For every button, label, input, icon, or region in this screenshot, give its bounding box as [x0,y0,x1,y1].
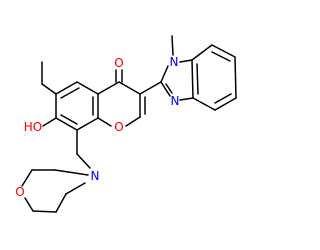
bond [97,81,120,95]
bond [42,117,57,127]
bond [191,44,213,61]
atom-labels: O HO O N N N O [15,55,179,199]
bond [55,193,67,213]
bond [76,81,99,95]
morpholine-oxygen-label: O [15,185,24,199]
bond [32,210,57,213]
bond [118,81,141,95]
hydroxyl-label: HO [24,120,42,134]
bond [76,117,99,131]
bond [196,63,199,95]
bond [97,117,112,127]
bond [211,51,231,62]
bond [139,81,162,95]
bond [55,117,78,131]
canvas-background [0,0,250,250]
bond [160,81,171,97]
bond [192,97,216,111]
bond [179,97,194,101]
bond [24,197,34,212]
bond [55,81,78,95]
bond [214,93,232,104]
bond [125,116,141,127]
molecule-structure: O HO O N N N O [0,0,250,250]
bond [160,65,169,83]
bond [41,83,57,95]
bond [65,182,86,195]
bond [60,87,80,99]
ring-oxygen-label: O [114,120,123,134]
bond [76,153,91,169]
bonds [21,35,237,213]
bond [171,35,174,56]
bond [234,56,237,99]
bond [165,83,173,94]
imidazole-n-label: N [171,94,180,108]
bond [54,169,89,176]
ketone-oxygen-label: O [114,56,123,70]
bond [21,169,33,187]
bond [60,114,78,125]
morpholine-nitrogen-label: N [91,169,100,183]
imidazole-n-methyl-label: N [170,55,179,69]
bond [214,97,237,111]
bond [179,59,193,63]
bond [191,59,194,99]
bond [211,44,236,58]
